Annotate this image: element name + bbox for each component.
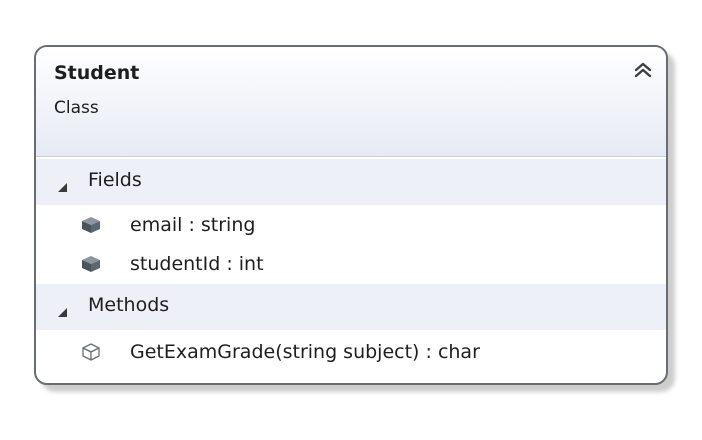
method-icon — [80, 341, 102, 363]
field-icon — [80, 214, 102, 236]
collapse-chevron-icon[interactable] — [632, 59, 654, 81]
field-row[interactable]: studentId : int — [36, 246, 666, 284]
fields-section-header[interactable]: Fields — [36, 159, 666, 205]
field-icon — [80, 253, 102, 275]
method-row[interactable]: GetExamGrade(string subject) : char — [36, 334, 666, 372]
method-label: GetExamGrade(string subject) : char — [130, 341, 480, 363]
field-label: email : string — [130, 214, 256, 236]
class-header: Student Class — [36, 47, 666, 157]
methods-section-header[interactable]: Methods — [36, 284, 666, 330]
class-name: Student — [54, 62, 140, 84]
fields-section-label: Fields — [88, 169, 142, 191]
expanded-triangle-icon[interactable] — [56, 303, 68, 317]
expanded-triangle-icon[interactable] — [56, 178, 68, 192]
field-label: studentId : int — [130, 253, 264, 275]
class-kind: Class — [54, 98, 99, 118]
field-row[interactable]: email : string — [36, 207, 666, 245]
class-shape[interactable]: Student Class Fields — [34, 45, 668, 385]
methods-section-label: Methods — [88, 294, 170, 316]
